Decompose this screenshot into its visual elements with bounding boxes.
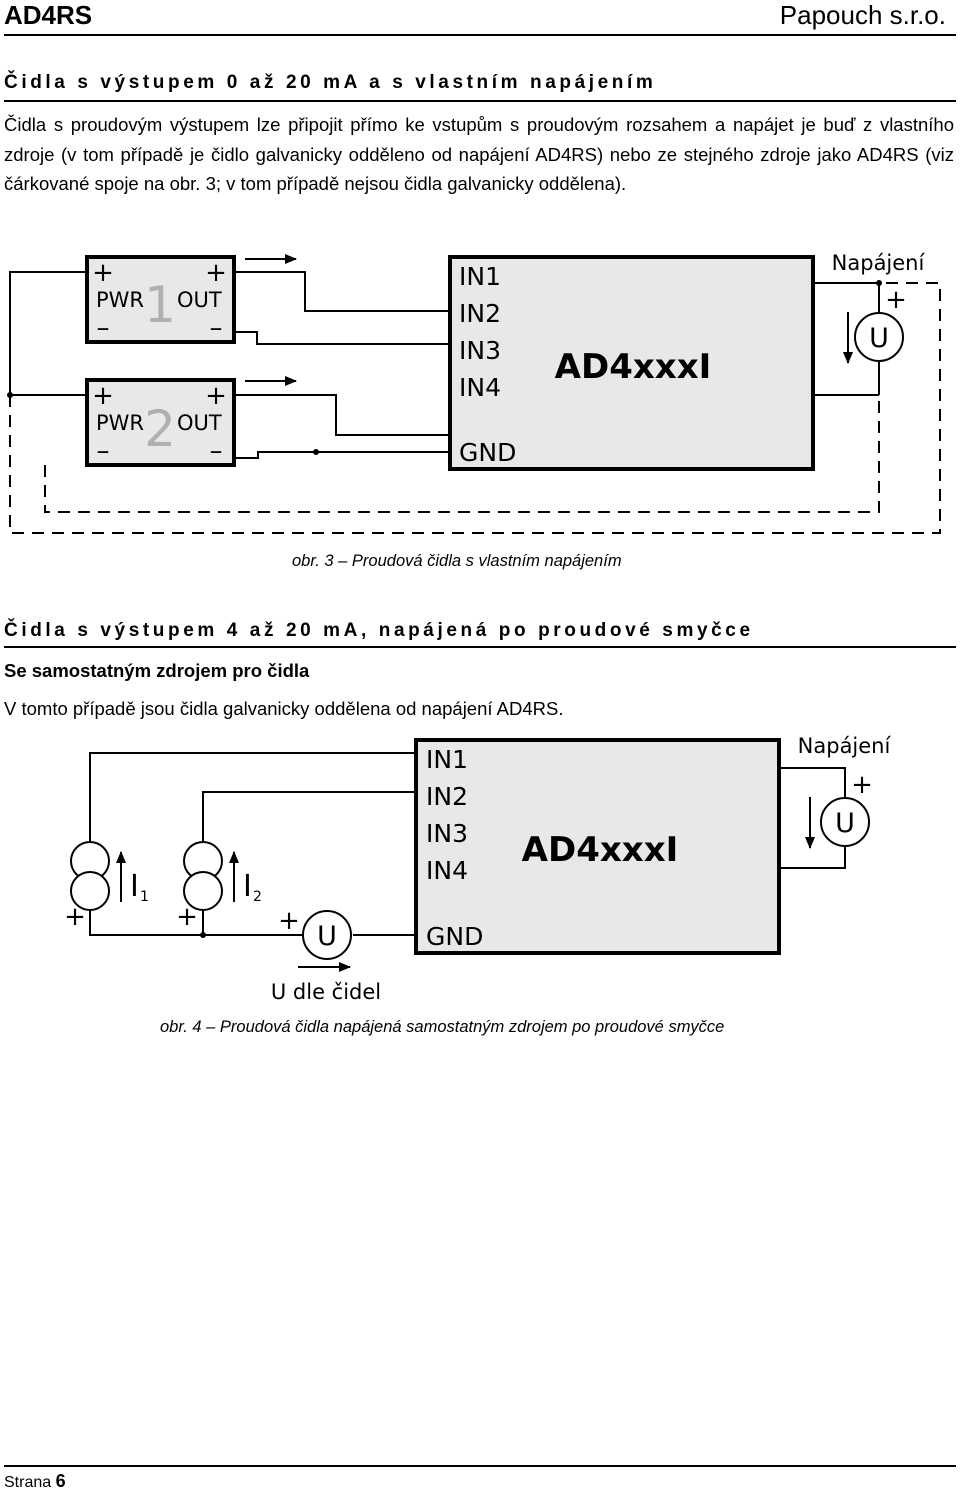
sensor2-out-minus: – xyxy=(210,436,223,466)
current-source2-bottom xyxy=(183,871,223,911)
sensor1-out-plus: + xyxy=(205,258,227,288)
supply-plus: + xyxy=(885,285,907,315)
supply2-voltage-symbol: U xyxy=(835,808,855,839)
figure4-diagram: IN1 IN2 IN3 IN4 GND AD4xxxI I 1 I 2 + + … xyxy=(64,734,892,1004)
sensor-voltage-symbol: U xyxy=(317,921,337,952)
module-label: AD4xxxI xyxy=(555,347,712,387)
current2-subscript: 2 xyxy=(253,889,262,905)
figure3-caption: obr. 3 – Proudová čidla s vlastním napáj… xyxy=(292,552,622,570)
current-source1-bottom xyxy=(70,871,110,911)
section2-paragraph: V tomto případě jsou čidla galvanicky od… xyxy=(4,698,564,719)
ad4-module-box xyxy=(448,255,815,471)
figure4-caption: obr. 4 – Proudová čidla napájená samosta… xyxy=(160,1018,725,1036)
input2-gnd: GND xyxy=(426,922,483,951)
sensor-voltage-plus: + xyxy=(278,906,300,936)
sensor1-pwr-plus: + xyxy=(92,258,114,288)
section1-paragraph: Čidla s proudovým výstupem lze připojit … xyxy=(4,114,954,194)
sensor2-pwr-plus: + xyxy=(92,381,114,411)
page-number: 6 xyxy=(55,1471,66,1491)
input2-in4: IN4 xyxy=(426,856,468,885)
figure3-diagram: 1 + + PWR OUT – – 2 + + PWR OUT – – IN1 … xyxy=(7,251,941,534)
sensor1-out-label: OUT xyxy=(177,288,222,312)
input-in3: IN3 xyxy=(459,336,501,365)
sensor2-number: 2 xyxy=(144,400,176,458)
input2-in2: IN2 xyxy=(426,782,468,811)
section1-rule xyxy=(4,100,956,102)
sensor2-box xyxy=(85,378,236,467)
sensor2-out-plus: + xyxy=(205,381,227,411)
sensor1-pwr-minus: – xyxy=(97,313,110,343)
input-gnd: GND xyxy=(459,438,516,467)
supply2-label: Napájení xyxy=(798,734,892,758)
supply2-plus: + xyxy=(851,770,873,800)
page-prefix: Strana xyxy=(4,1474,52,1491)
supply2-voltage-source xyxy=(820,797,870,847)
page-footer: Strana 6 xyxy=(4,1471,66,1492)
input2-in3: IN3 xyxy=(426,819,468,848)
supply-label: Napájení xyxy=(832,251,926,275)
company-name: Papouch s.r.o. xyxy=(779,0,946,30)
section1-title: Čidla s výstupem 0 až 20 mA a s vlastním… xyxy=(4,72,657,93)
sensor-voltage-label: U dle čidel xyxy=(271,980,381,1004)
sensor2-out-label: OUT xyxy=(177,411,222,435)
sensor1-pwr-label: PWR xyxy=(96,288,144,312)
module2-label: AD4xxxI xyxy=(522,830,679,870)
ad4-module-box-2 xyxy=(414,738,781,955)
sensor2-pwr-label: PWR xyxy=(96,411,144,435)
input-in4: IN4 xyxy=(459,373,501,402)
sensor2-pwr-minus: – xyxy=(97,436,110,466)
current1-label: I xyxy=(130,869,139,904)
sensor1-box xyxy=(85,255,236,344)
header-rule xyxy=(4,34,956,36)
supply-voltage-source xyxy=(854,312,904,362)
source2-plus: + xyxy=(176,902,198,932)
current1-subscript: 1 xyxy=(140,889,149,905)
footer-rule xyxy=(4,1465,956,1467)
section2-rule xyxy=(4,646,956,648)
input2-in1: IN1 xyxy=(426,745,468,774)
section2-title: Čidla s výstupem 4 až 20 mA, napájená po… xyxy=(4,620,754,641)
sensor1-number: 1 xyxy=(144,276,176,334)
source1-plus: + xyxy=(64,902,86,932)
current2-label: I xyxy=(243,869,252,904)
input-in2: IN2 xyxy=(459,299,501,328)
sensor-voltage-source xyxy=(302,910,352,960)
supply-voltage-symbol: U xyxy=(869,323,889,354)
sensor1-out-minus: – xyxy=(210,313,223,343)
section2-subtitle: Se samostatným zdrojem pro čidla xyxy=(4,660,310,681)
input-in1: IN1 xyxy=(459,262,501,291)
document-title: AD4RS xyxy=(4,0,93,30)
